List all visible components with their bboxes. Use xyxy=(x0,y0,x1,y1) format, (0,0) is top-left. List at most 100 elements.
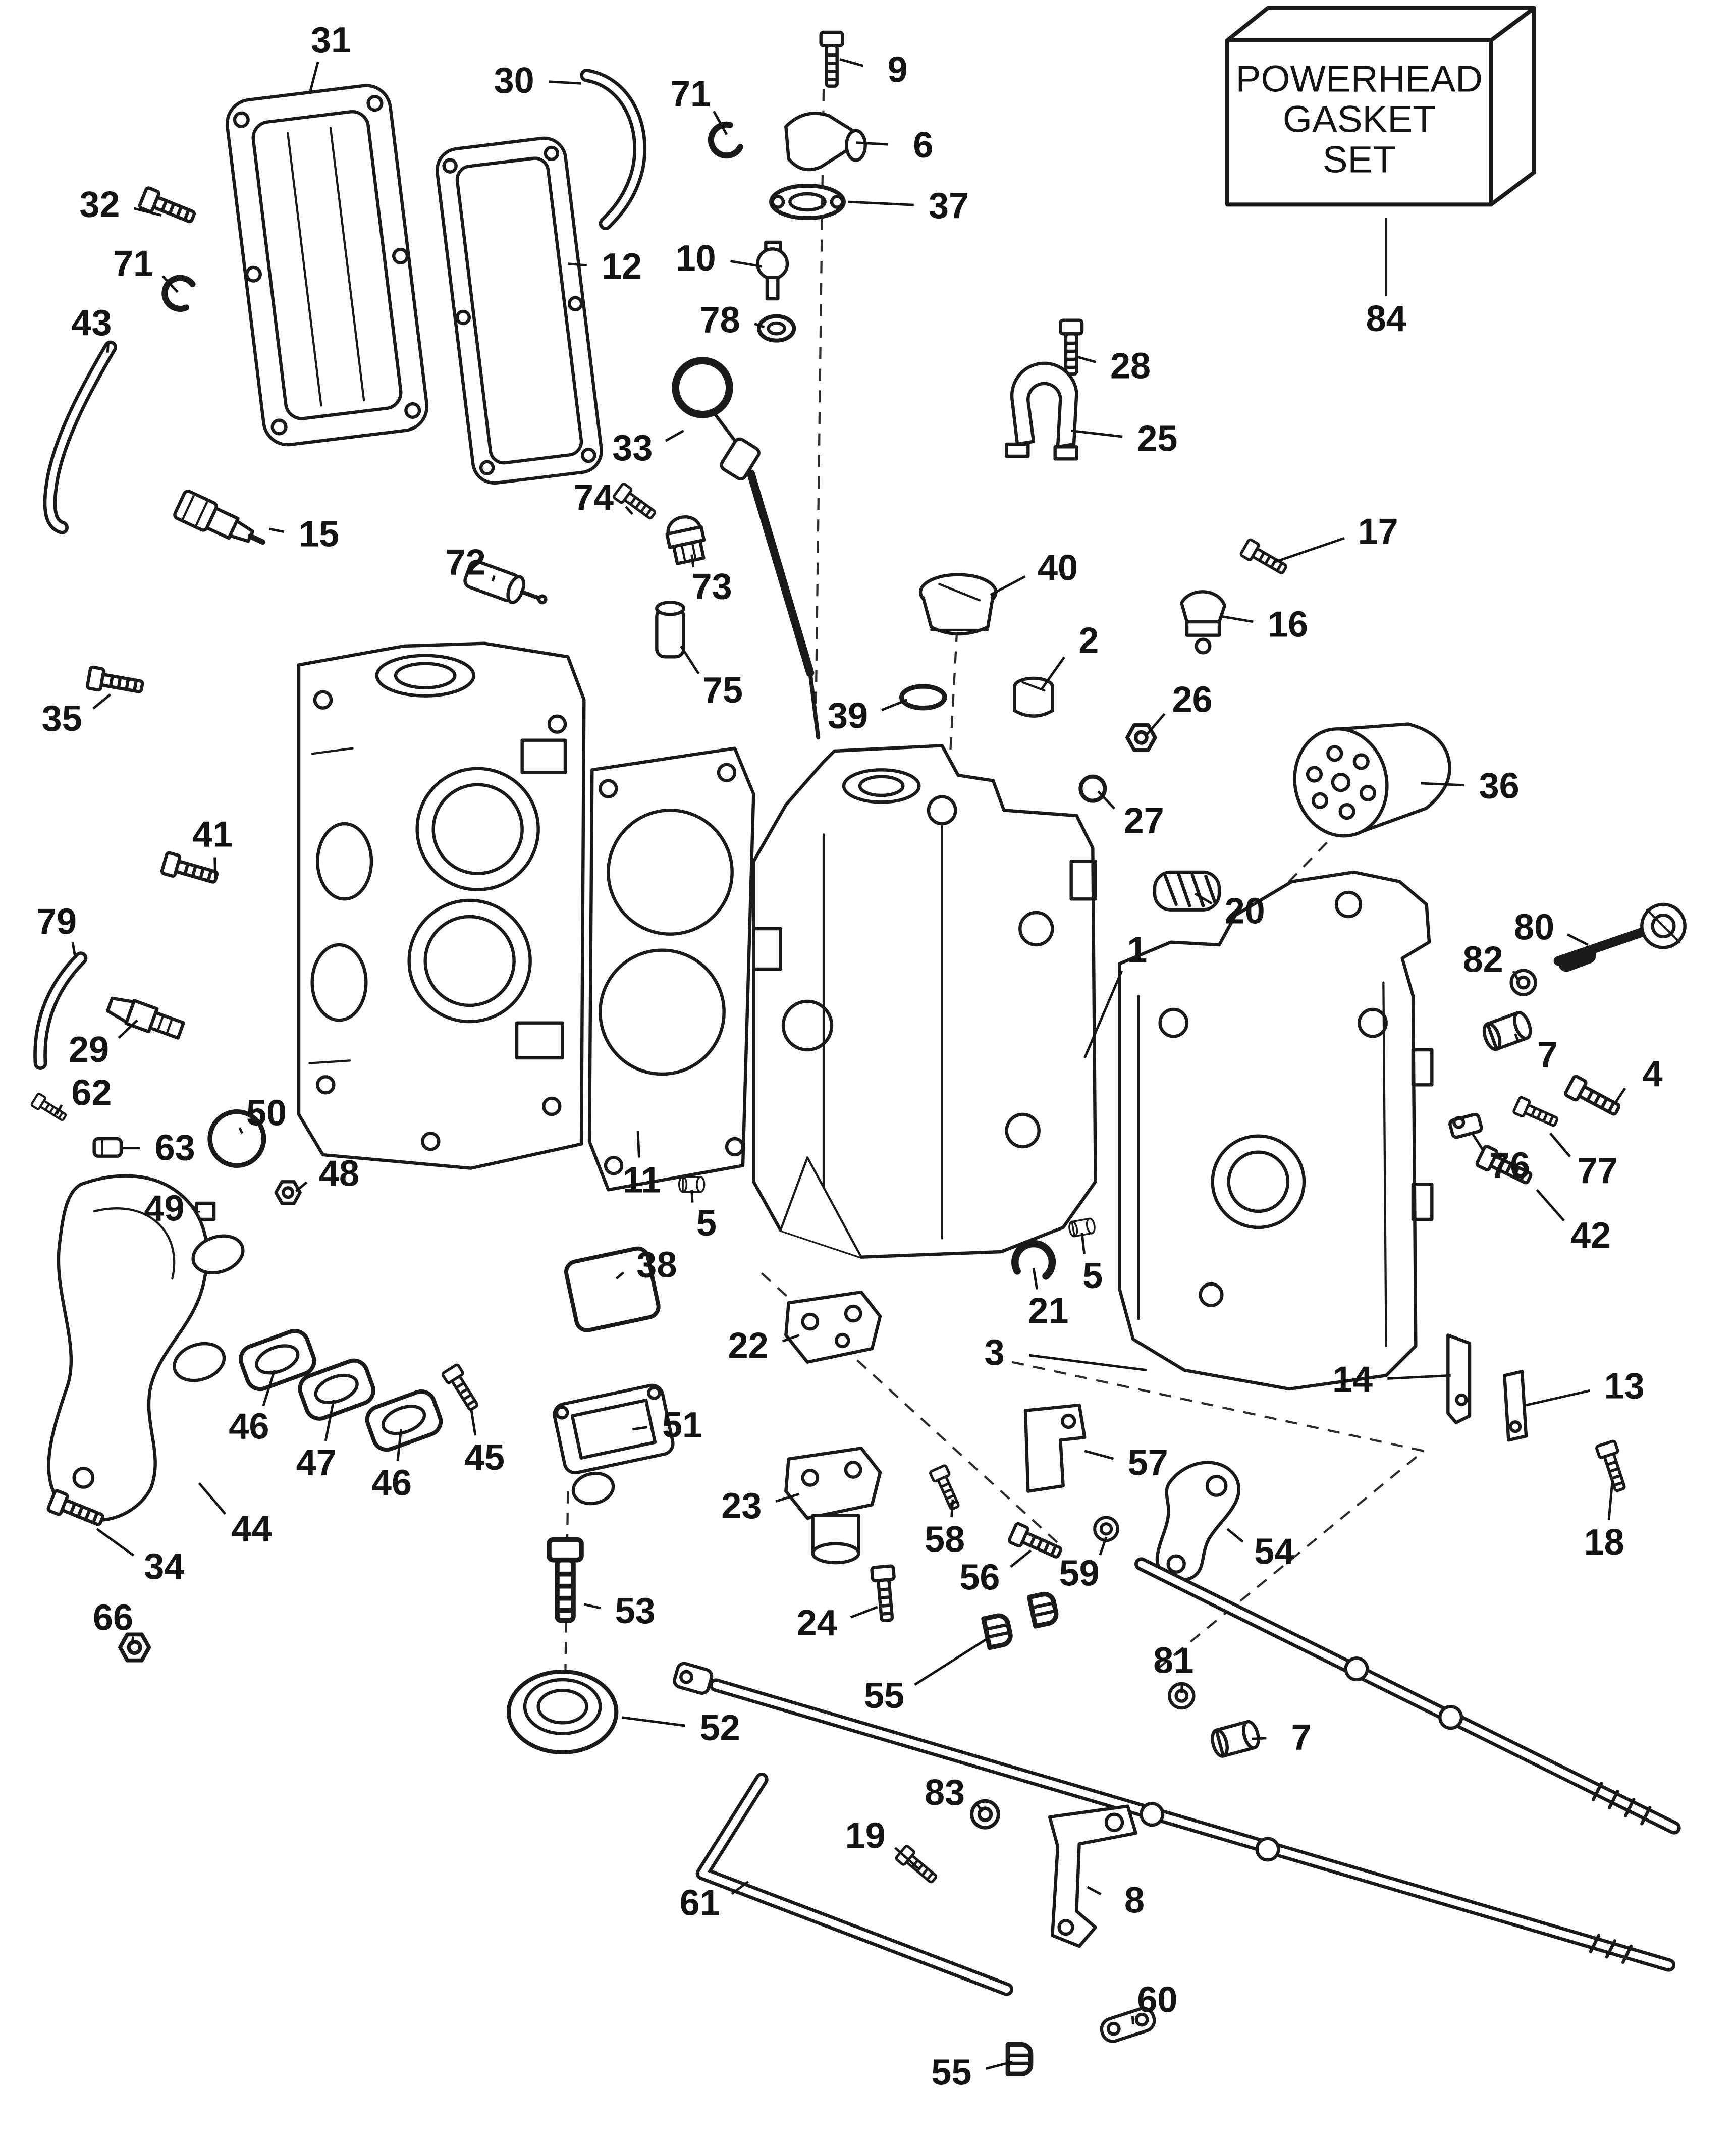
callout-leader-34 xyxy=(96,1528,135,1557)
callout-32: 32 xyxy=(79,184,120,225)
screw-icon xyxy=(87,667,143,698)
callout-leader-56 xyxy=(1010,1549,1032,1568)
callout-78: 78 xyxy=(700,300,740,341)
callout-19: 19 xyxy=(845,1815,886,1856)
gasket-box-line-3: SET xyxy=(1323,138,1396,180)
washer-icon xyxy=(972,1801,999,1828)
callout-leader-4 xyxy=(1613,1087,1626,1104)
callout-leader-9 xyxy=(839,58,864,67)
callout-leader-14 xyxy=(1387,1374,1451,1380)
callout-leader-78 xyxy=(754,323,765,329)
callout-leader-29 xyxy=(118,1019,138,1039)
callout-27: 27 xyxy=(1124,801,1164,841)
callout-leader-46 xyxy=(396,1429,403,1461)
callout-leader-35 xyxy=(92,693,112,710)
callout-61: 61 xyxy=(680,1883,720,1923)
part-link-60 xyxy=(1100,2007,1156,2043)
part-strip-13 xyxy=(1503,1370,1528,1442)
callout-leader-47 xyxy=(324,1399,335,1441)
callout-59: 59 xyxy=(1059,1553,1100,1593)
screw-icon xyxy=(1240,539,1289,578)
callout-12: 12 xyxy=(602,246,642,287)
cable-clip-icon xyxy=(1008,2045,1030,2074)
callout-17: 17 xyxy=(1358,511,1398,552)
part-strip-14 xyxy=(1446,1333,1472,1424)
callout-79: 79 xyxy=(36,902,77,942)
callout-leader-13 xyxy=(1526,1389,1591,1407)
screw-icon xyxy=(161,852,219,888)
callout-38: 38 xyxy=(636,1245,677,1286)
callout-leader-28 xyxy=(1076,355,1097,363)
part-clip-63 xyxy=(92,1137,123,1158)
callout-leader-23 xyxy=(775,1492,800,1503)
callout-leader-2 xyxy=(1041,656,1065,690)
callout-leader-43 xyxy=(106,343,110,353)
callout-leader-31 xyxy=(308,61,319,95)
callout-46: 46 xyxy=(371,1463,412,1504)
part-manifold-gasket-46b xyxy=(365,1389,443,1452)
callout-57: 57 xyxy=(1128,1443,1168,1483)
callout-leader-55 xyxy=(985,2061,1012,2070)
callout-11: 11 xyxy=(623,1160,661,1201)
callout-leader-45 xyxy=(469,1407,477,1436)
part-cylinder-head xyxy=(297,641,586,1170)
part-plate-23 xyxy=(784,1447,882,1565)
part-plug-2 xyxy=(1013,676,1054,718)
callout-52: 52 xyxy=(700,1708,740,1748)
callout-leader-17 xyxy=(1272,537,1345,564)
callout-71: 71 xyxy=(670,74,711,115)
callout-15: 15 xyxy=(299,514,339,555)
callout-9: 9 xyxy=(888,50,908,90)
callout-10: 10 xyxy=(676,238,716,279)
screw-icon xyxy=(139,187,197,228)
callout-29: 29 xyxy=(69,1030,109,1070)
part-crankcase xyxy=(1118,870,1434,1391)
part-gasket-37 xyxy=(769,184,846,220)
callout-leader-54 xyxy=(1226,1528,1244,1543)
callout-55: 55 xyxy=(931,2053,971,2093)
part-plug-73 xyxy=(665,515,706,565)
callout-13: 13 xyxy=(1604,1366,1645,1407)
callout-leader-48 xyxy=(295,1181,308,1192)
part-fitting-29 xyxy=(106,996,185,1040)
callout-leader-52 xyxy=(621,1716,686,1727)
callout-5: 5 xyxy=(1082,1256,1103,1296)
part-manifold-gasket-46a xyxy=(239,1329,316,1392)
callout-leader-50 xyxy=(238,1127,244,1134)
nut-icon xyxy=(276,1182,300,1203)
callout-54: 54 xyxy=(1254,1532,1294,1572)
callout-72: 72 xyxy=(446,543,486,583)
callout-75: 75 xyxy=(702,670,743,711)
callout-45: 45 xyxy=(464,1437,505,1478)
callout-46: 46 xyxy=(229,1407,269,1447)
callout-leader-51 xyxy=(632,1426,648,1431)
part-valve-10 xyxy=(756,240,789,301)
callout-73: 73 xyxy=(692,567,732,607)
callout-leader-6 xyxy=(855,141,889,146)
callout-28: 28 xyxy=(1110,346,1151,386)
callout-leader-26 xyxy=(1146,713,1166,736)
callout-leader-1 xyxy=(1083,970,1123,1058)
callout-37: 37 xyxy=(929,186,969,226)
callout-25: 25 xyxy=(1137,418,1177,459)
callout-24: 24 xyxy=(797,1603,837,1643)
callout-47: 47 xyxy=(296,1443,337,1483)
callout-leader-71 xyxy=(161,275,179,293)
powerhead-gasket-set-box: POWERHEAD GASKET SET xyxy=(1225,6,1536,207)
callout-leader-22 xyxy=(782,1334,800,1343)
callout-leader-80 xyxy=(1566,933,1589,946)
part-switch-16 xyxy=(1180,590,1226,655)
callout-leader-83 xyxy=(975,1802,984,1812)
callout-58: 58 xyxy=(925,1520,965,1560)
callout-44: 44 xyxy=(232,1509,272,1549)
part-hose-43 xyxy=(43,340,117,534)
gasket-box-top-face xyxy=(1225,6,1536,42)
screw-icon xyxy=(821,32,843,86)
long-bolt-icon xyxy=(549,1540,581,1621)
callout-leader-46 xyxy=(262,1369,276,1407)
screw-icon xyxy=(895,1845,939,1886)
callout-60: 60 xyxy=(1137,1980,1177,2020)
